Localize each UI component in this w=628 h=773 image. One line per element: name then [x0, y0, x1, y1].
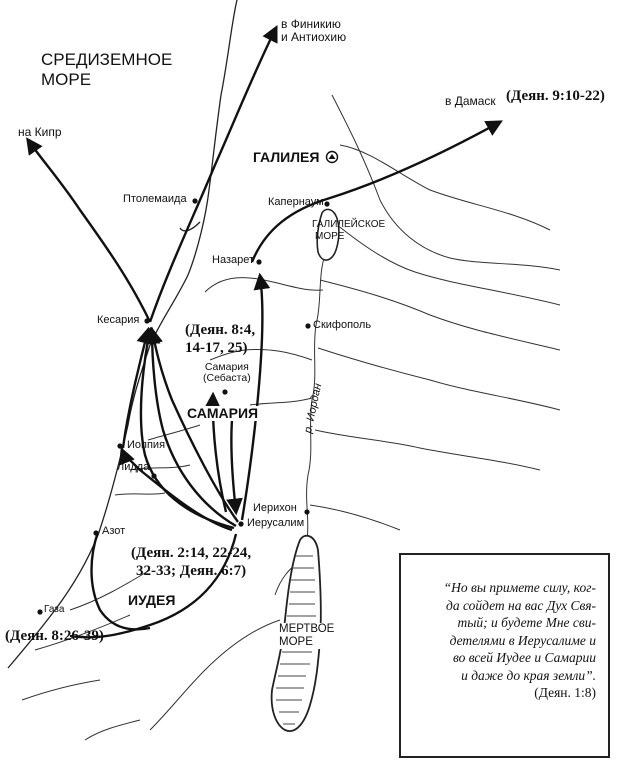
jericho-dot	[304, 509, 310, 515]
ptolemais-dot	[192, 198, 198, 204]
mountain-icon	[325, 150, 339, 164]
joppa-dot	[117, 443, 123, 449]
ptolemais-label: Птолемаида	[123, 193, 187, 205]
gaza-dot	[37, 609, 43, 615]
samaria-dot	[222, 389, 228, 395]
route-azot-loop	[90, 531, 151, 631]
capernaum-dot	[324, 201, 330, 207]
jerusalem-label: Иерусалим	[247, 517, 305, 529]
nazareth-dot	[256, 259, 262, 265]
route-to-phoenicia	[148, 24, 278, 323]
jericho-label: Иерихон	[253, 502, 297, 514]
caesarea-label: Кесария	[97, 314, 140, 326]
joppa-label: Иоппия	[127, 439, 166, 451]
nazareth-label: Назарет	[212, 254, 255, 266]
quote-box: “Но вы примете силу, ког- да сойдет на в…	[399, 553, 610, 758]
routes	[26, 24, 503, 532]
reference-samaria: (Деян. 8:4,14-17, 25)	[185, 322, 256, 356]
azotus-dot	[93, 530, 99, 536]
scythopolis-dot	[305, 323, 311, 329]
rivers	[21, 94, 561, 741]
gaza-label: Газа	[44, 604, 65, 615]
quote-reference: (Деян. 1:8)	[534, 685, 596, 701]
capernaum-label: Капернаум	[268, 196, 324, 208]
city-dots	[37, 198, 330, 615]
route-gaza-judea	[69, 533, 238, 639]
lydda-label: Лидда	[117, 461, 150, 473]
samaria-region-label: САМАРИЯ	[186, 405, 260, 421]
damascus-label: в Дамаск	[445, 94, 496, 108]
galilee-region-label: ГАЛИЛЕЯ	[253, 149, 320, 165]
cyprus-label: на Кипр	[18, 125, 62, 139]
caesarea-dot	[144, 318, 150, 324]
route-jerusalem-to-caesarea-2	[143, 326, 237, 528]
jordan-river	[306, 254, 326, 541]
scythopolis-label: Скифополь	[313, 319, 372, 331]
quote-text: “Но вы примете силу, ког- да сойдет на в…	[443, 580, 596, 683]
jerusalem-dot	[238, 521, 244, 527]
reference-damascus: (Деян. 9:10-22)	[506, 88, 605, 104]
lydda-dot	[151, 473, 157, 479]
routes-plain	[69, 531, 238, 639]
samaria-city-label: Самария(Себаста)	[203, 361, 251, 385]
judea-region-label: ИУДЕЯ	[128, 592, 176, 608]
azotus-label: Азот	[102, 525, 126, 537]
route-jerusalem-to-caesarea-1	[146, 326, 239, 523]
route-to-damascus	[250, 120, 503, 263]
route-samaria-down	[226, 419, 243, 516]
route-jerusalem-to-nazareth	[240, 272, 271, 521]
reference-gaza: (Деян. 8:26-39)	[5, 628, 104, 644]
sea-of-galilee	[316, 208, 340, 261]
route-jerusalem-to-joppa	[119, 446, 233, 532]
route-joppa-to-caesarea	[121, 326, 153, 449]
reference-jerusalem: (Деян. 2:14, 22-24,32-33; Деян. 6:7)	[131, 545, 252, 579]
route-to-cyprus	[26, 137, 152, 323]
